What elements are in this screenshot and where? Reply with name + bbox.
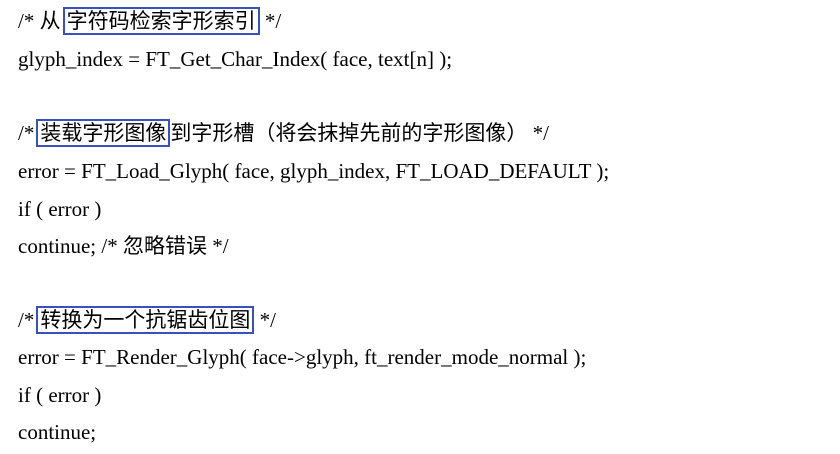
comment-prefix: /* [18,308,35,332]
comment-line-render-glyph: /*转换为一个抗锯齿位图 */ [18,305,276,335]
comment-line-load-glyph: /*装载字形图像到字形槽（将会抹掉先前的字形图像） */ [18,118,549,148]
code-line: glyph_index = FT_Get_Char_Index( face, t… [18,47,453,71]
comment-prefix: /* [18,121,35,145]
highlighted-phrase: 装载字形图像 [36,119,171,147]
code-line: continue; /* 忽略错误 */ [18,234,229,258]
highlighted-phrase: 转换为一个抗锯齿位图 [36,306,255,334]
comment-prefix: /* 从 [18,9,61,33]
code-line: continue; [18,420,97,444]
code-line: error = FT_Load_Glyph( face, glyph_index… [18,159,610,183]
code-line: error = FT_Render_Glyph( face->glyph, ft… [18,345,587,369]
code-line: if ( error ) [18,197,102,221]
code-line: if ( error ) [18,383,102,407]
comment-suffix: */ [259,308,276,332]
comment-suffix: */ [264,9,282,33]
comment-suffix: 到字形槽（将会抹掉先前的字形图像） */ [170,121,549,145]
comment-line-char-index: /* 从字符码检索字形索引 */ [18,6,281,36]
highlighted-phrase: 字符码检索字形索引 [62,7,260,35]
